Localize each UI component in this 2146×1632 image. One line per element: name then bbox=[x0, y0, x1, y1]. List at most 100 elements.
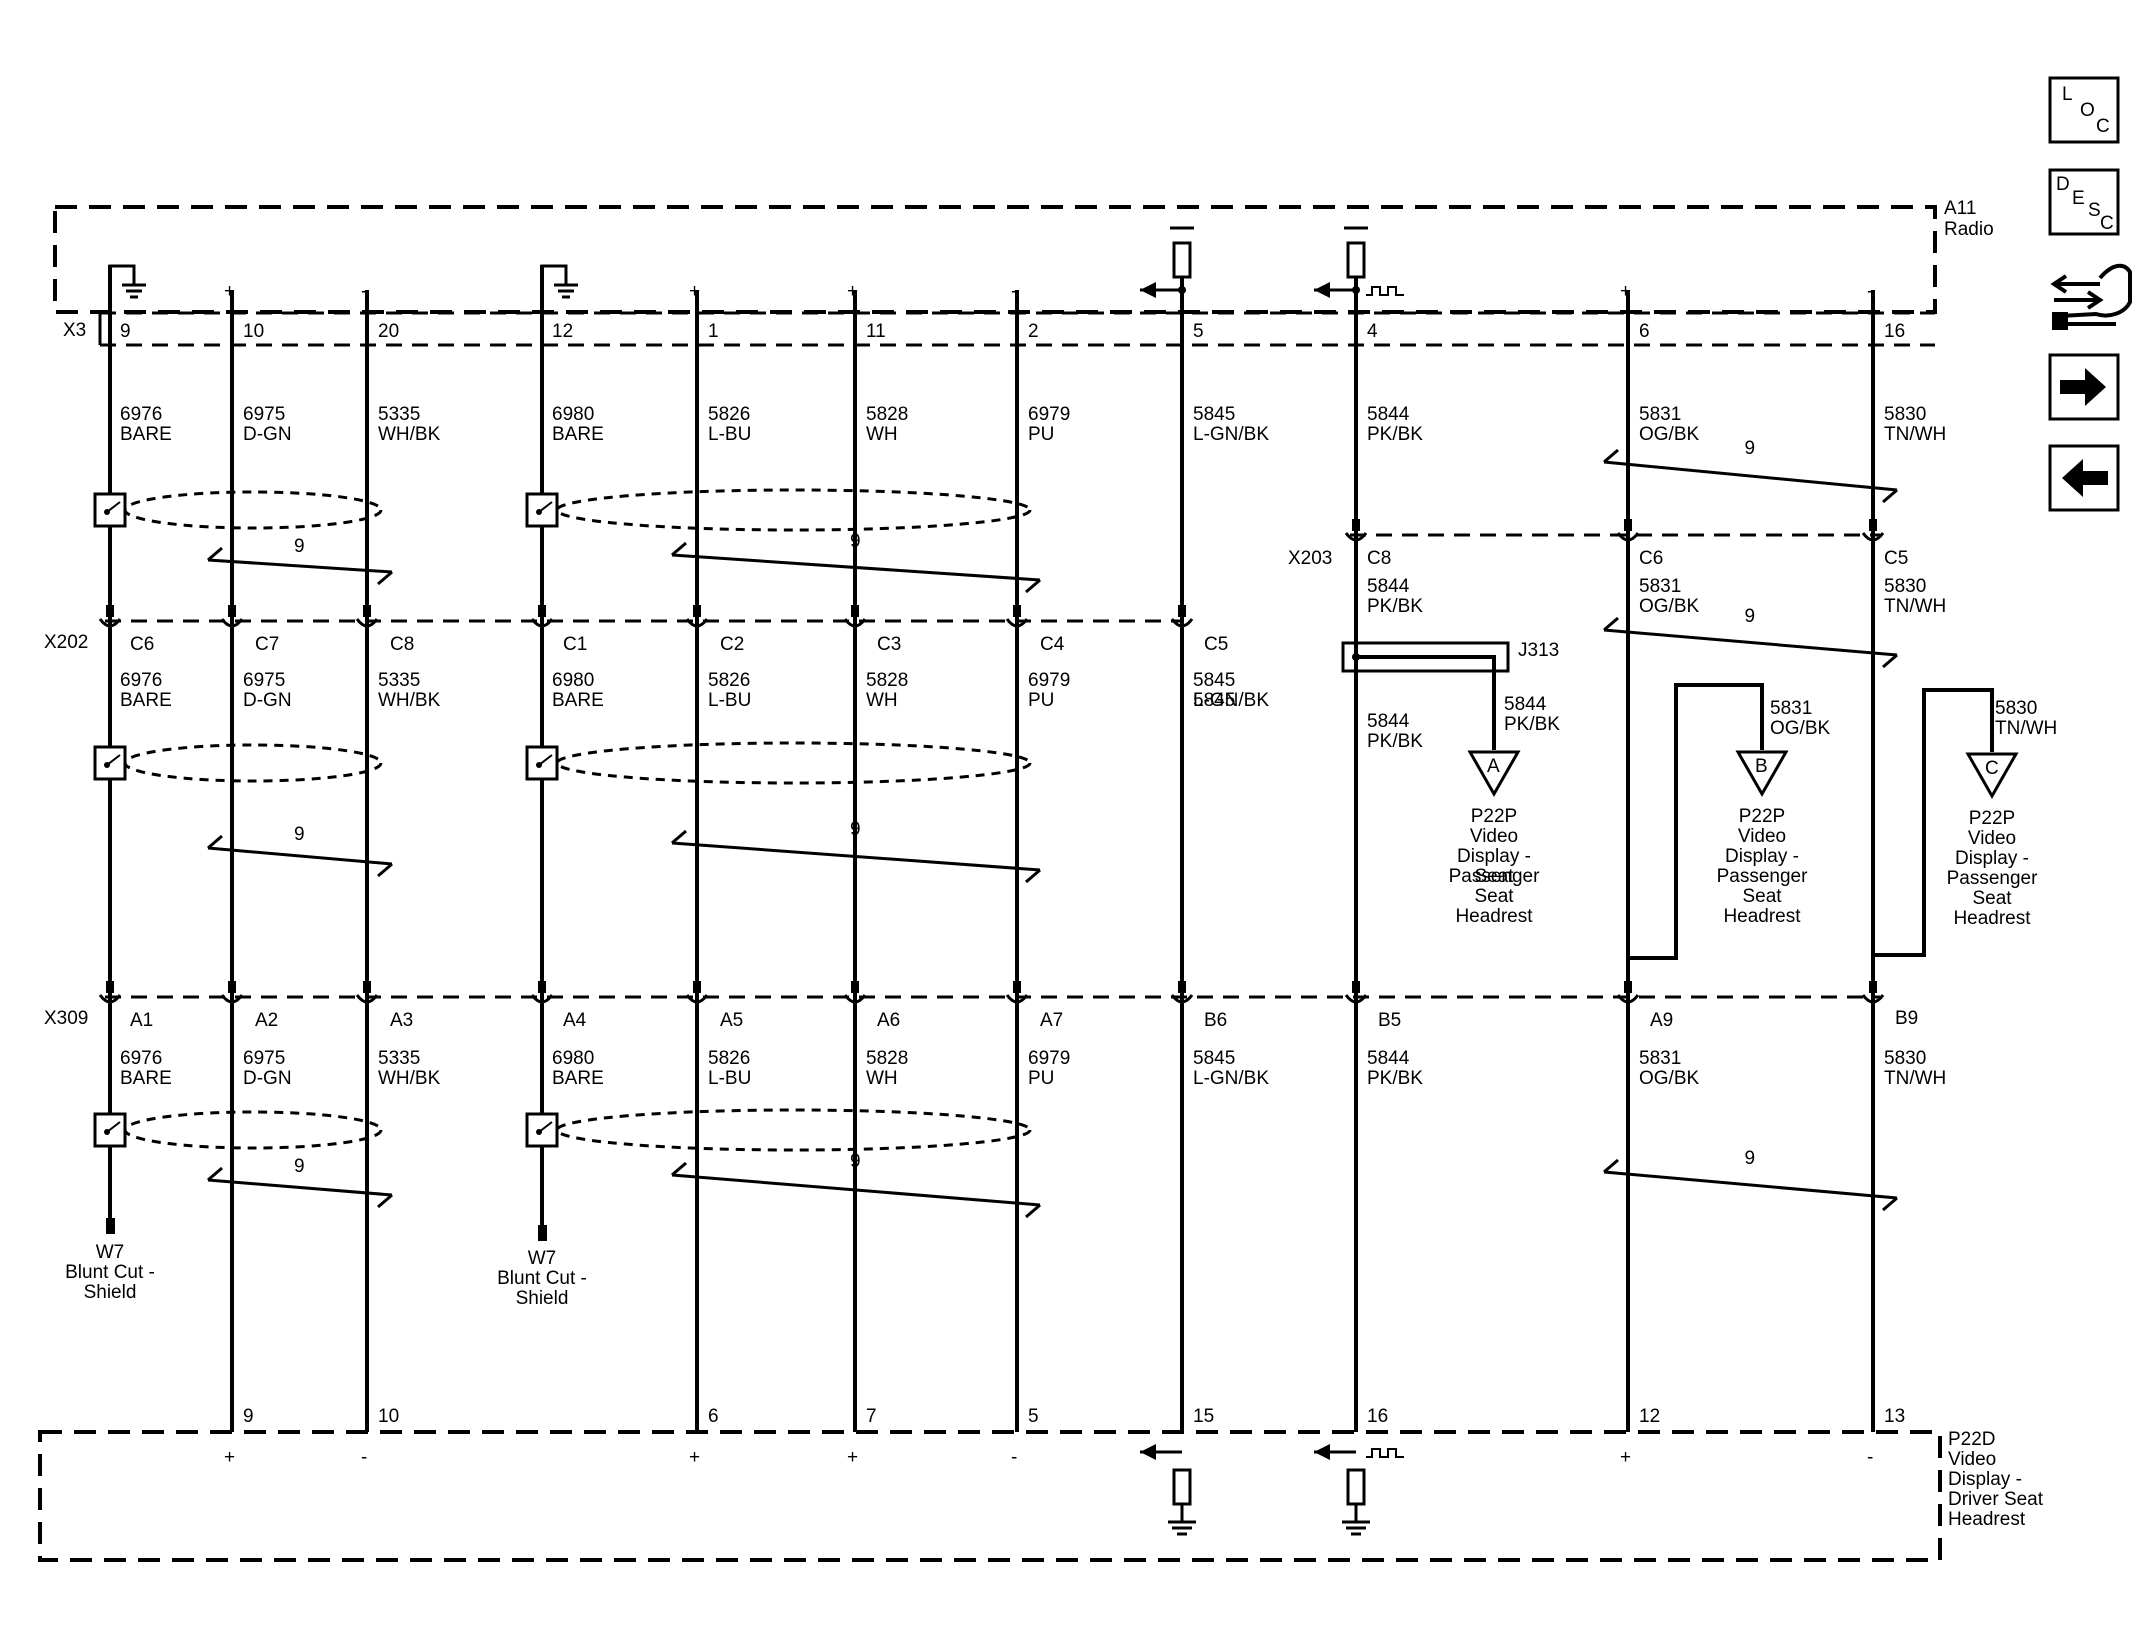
minus-mark: - bbox=[361, 281, 367, 302]
pass-display-line: Passenger bbox=[1717, 866, 1809, 887]
circuit-color: PK/BK bbox=[1367, 1068, 1423, 1089]
x309-pin: A6 bbox=[877, 1010, 900, 1031]
forward-button[interactable] bbox=[2048, 353, 2120, 421]
circuit-color: L-BU bbox=[708, 690, 751, 711]
shield-ref: W7 bbox=[528, 1248, 557, 1269]
pass-display-label-a2: Passenger Seat Headrest bbox=[1449, 866, 1541, 927]
arrow-left-icon bbox=[1314, 282, 1330, 298]
twist-line bbox=[207, 846, 393, 866]
loc-button-frame[interactable] bbox=[2048, 76, 2120, 144]
shield-cable-ellipse bbox=[123, 490, 383, 530]
circuit-num: 5831 bbox=[1639, 576, 1681, 597]
connector-triangle-icon bbox=[1467, 750, 1521, 798]
swap-hand-icon[interactable] bbox=[2050, 263, 2132, 330]
branch-letter: B bbox=[1755, 756, 1768, 777]
x309-pin: A3 bbox=[390, 1010, 413, 1031]
twist-end bbox=[207, 546, 223, 562]
desc-letter: E bbox=[2072, 188, 2085, 209]
twist-line bbox=[1603, 628, 1898, 657]
circuit-num: 6975 bbox=[243, 670, 285, 691]
shield-line: Shield bbox=[84, 1282, 137, 1303]
x202-pin: C7 bbox=[255, 634, 279, 655]
x309-pin: A4 bbox=[563, 1010, 587, 1031]
driver-display-name-4: Headrest bbox=[1948, 1509, 2026, 1530]
minus-mark: - bbox=[1011, 1447, 1017, 1468]
pass-display-label-a: P22P Video Display - Seat Seat bbox=[1457, 806, 1531, 887]
x309-pin: A1 bbox=[130, 1010, 153, 1031]
terminal-pin bbox=[1013, 605, 1021, 617]
twist-count: 9 bbox=[850, 1151, 861, 1172]
x203-pin: C8 bbox=[1367, 548, 1391, 569]
x202-pin: C1 bbox=[563, 634, 587, 655]
x309-pin: B5 bbox=[1378, 1010, 1401, 1031]
circuit-color: BARE bbox=[120, 1068, 172, 1089]
pass-display-line: Headrest bbox=[1723, 906, 1801, 927]
terminal-pin bbox=[851, 981, 859, 993]
shield-cable-ellipse bbox=[123, 1110, 383, 1150]
desc-button[interactable]: D E S C bbox=[2048, 168, 2120, 236]
x3-pin: 1 bbox=[708, 321, 719, 342]
terminal-socket bbox=[530, 994, 554, 1004]
circuit-color: D-GN bbox=[243, 1068, 292, 1089]
circuit-color: BARE bbox=[552, 690, 604, 711]
shield-label-2: W7 Blunt Cut - Shield bbox=[497, 1248, 587, 1309]
plus-mark: + bbox=[1620, 281, 1631, 302]
output-resistor-icon bbox=[1140, 226, 1194, 292]
circuit-num: 5845 bbox=[1193, 690, 1235, 711]
ground-icon bbox=[108, 264, 146, 299]
p22d-pin: 9 bbox=[243, 1406, 254, 1427]
circuit-num: 5844 bbox=[1367, 576, 1410, 597]
minus-mark: - bbox=[361, 1447, 367, 1468]
shield-end bbox=[538, 1225, 547, 1241]
pass-display-line: Display - bbox=[1725, 846, 1799, 867]
shield-ref: W7 bbox=[96, 1242, 125, 1263]
p22d-pin: 16 bbox=[1367, 1406, 1388, 1427]
terminal-socket bbox=[1861, 994, 1885, 1004]
back-button[interactable] bbox=[2048, 444, 2120, 512]
pass-display-ref: P22P bbox=[1471, 806, 1517, 827]
x3-label: X3 bbox=[63, 320, 86, 341]
twist-end bbox=[207, 1166, 223, 1182]
circuit-num: 6979 bbox=[1028, 670, 1070, 691]
circuit-num: 5844 bbox=[1367, 404, 1410, 425]
circuit-color: TN/WH bbox=[1884, 424, 1946, 445]
circuit-color: TN/WH bbox=[1884, 1068, 1946, 1089]
driver-display-name-1: Video bbox=[1948, 1449, 1996, 1470]
twist-end bbox=[1882, 488, 1898, 504]
terminal-pin bbox=[228, 981, 236, 993]
terminal-pin bbox=[693, 605, 701, 617]
circuit-color: OG/BK bbox=[1639, 596, 1700, 617]
desc-button-frame[interactable] bbox=[2048, 168, 2120, 236]
terminal-socket bbox=[843, 994, 867, 1004]
pass-display-line: Seat bbox=[1474, 866, 1514, 887]
terminal-socket bbox=[1616, 532, 1640, 542]
circuit-num: 5845 bbox=[1193, 670, 1235, 691]
circuit-color: L-GN/BK bbox=[1193, 424, 1269, 445]
branch-letter: A bbox=[1487, 756, 1500, 777]
loc-button[interactable]: L O C bbox=[2048, 76, 2120, 144]
shield-cable-ellipse bbox=[555, 1108, 1032, 1152]
branch-wire-b bbox=[1628, 683, 1764, 960]
twist-end bbox=[377, 862, 393, 878]
twist-count: 9 bbox=[1745, 1148, 1756, 1169]
circuit-color: PU bbox=[1028, 1068, 1054, 1089]
terminal-socket bbox=[530, 618, 554, 628]
circuit-num: 5335 bbox=[378, 670, 420, 691]
circuit-num: 5844 bbox=[1367, 1048, 1410, 1069]
terminal-socket bbox=[1616, 994, 1640, 1004]
twist-line bbox=[1603, 1170, 1898, 1200]
x3-pin: 5 bbox=[1193, 321, 1204, 342]
pass-display-line: Display - bbox=[1955, 848, 2029, 869]
branch-color: PK/BK bbox=[1504, 714, 1560, 735]
terminal-pin bbox=[106, 605, 114, 617]
circuit-num: 6980 bbox=[552, 1048, 594, 1069]
x202-pin: C3 bbox=[877, 634, 901, 655]
circuit-num: 5830 bbox=[1884, 404, 1926, 425]
terminal-socket bbox=[685, 994, 709, 1004]
pass-display-ref: P22P bbox=[1969, 808, 2015, 829]
twist-end bbox=[671, 541, 687, 557]
